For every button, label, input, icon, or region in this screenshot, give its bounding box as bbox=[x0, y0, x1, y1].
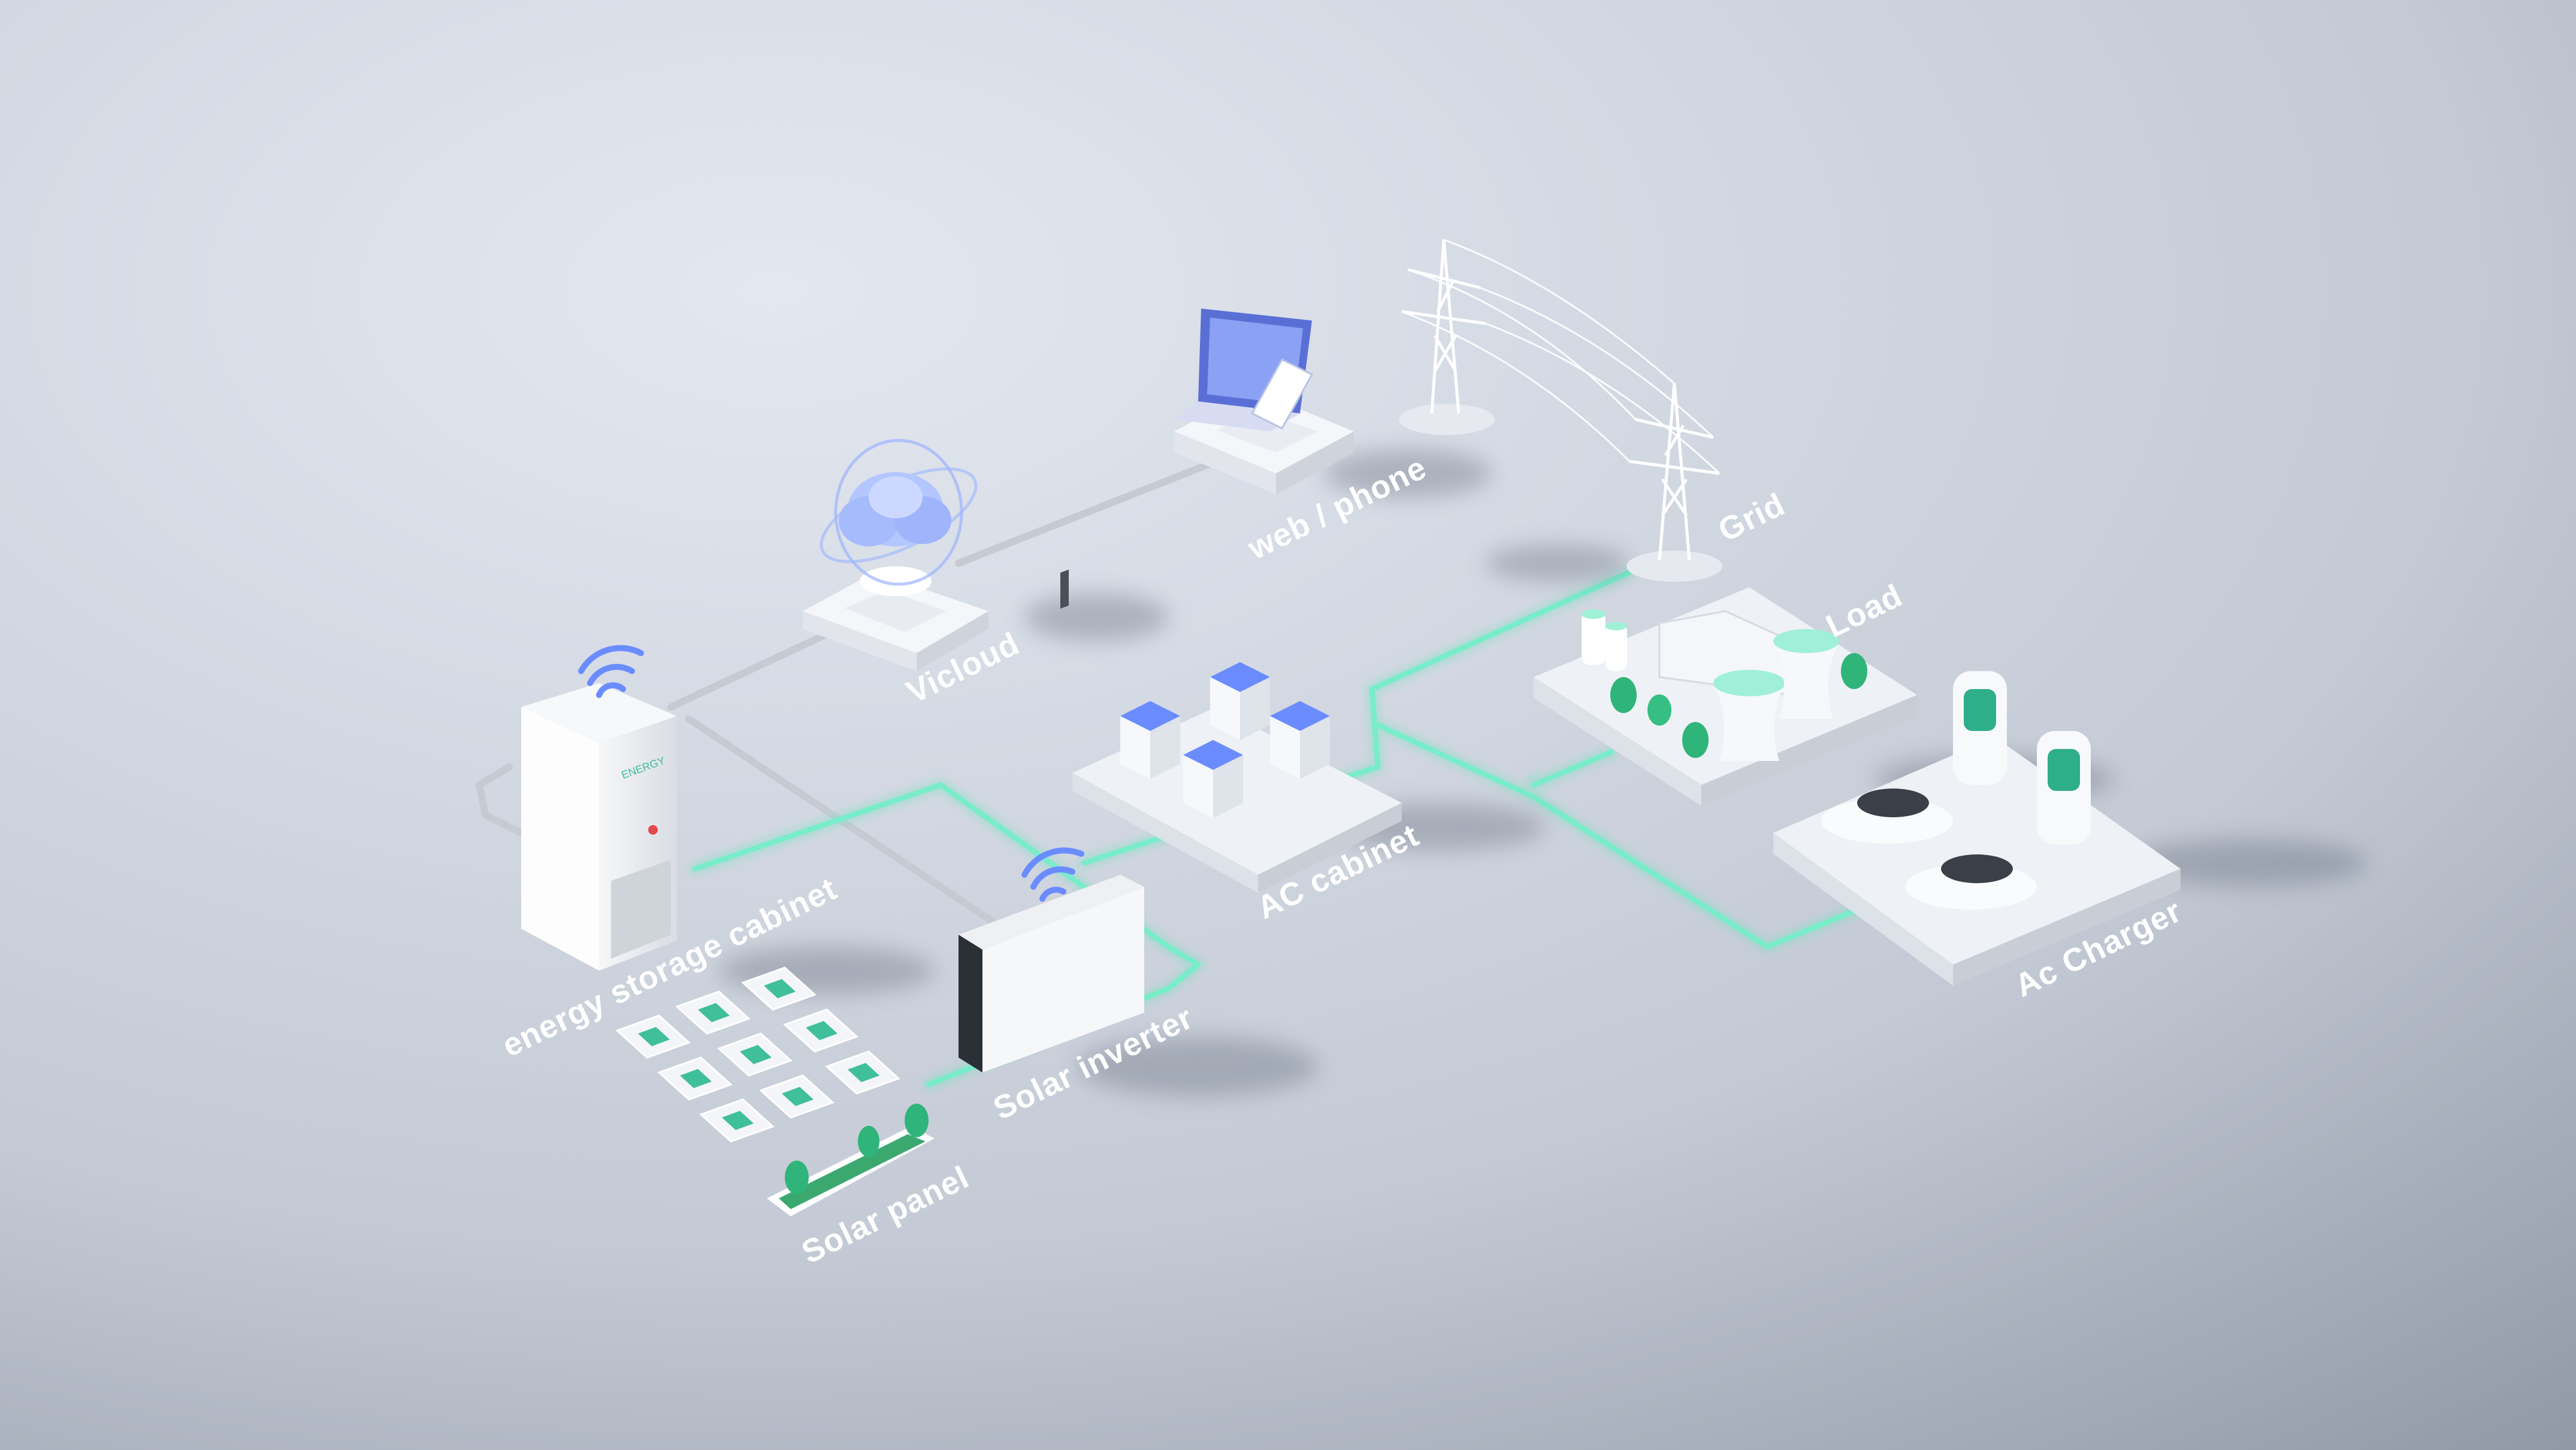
solar-panel-array bbox=[615, 966, 935, 1216]
data-lines bbox=[476, 458, 1220, 950]
charger-icon bbox=[2037, 731, 2091, 845]
phone-icon bbox=[1250, 358, 1314, 430]
grid-pylons bbox=[1399, 238, 1722, 582]
cabinet-module bbox=[1120, 701, 1180, 779]
vicloud-station bbox=[803, 439, 988, 671]
charger-icon bbox=[1953, 671, 2007, 785]
cabinet-module bbox=[1210, 662, 1270, 740]
cabinet-module bbox=[1270, 701, 1330, 779]
load-feed-line bbox=[1531, 749, 1614, 788]
web-phone-station bbox=[1174, 309, 1354, 494]
cooling-tower-icon bbox=[1773, 629, 1839, 719]
wifi-icon bbox=[1021, 847, 1084, 902]
tree-icon bbox=[785, 1104, 929, 1194]
cooling-tower-icon bbox=[1713, 670, 1785, 761]
cloud-icon bbox=[820, 439, 978, 586]
car-icon bbox=[1821, 789, 1953, 844]
ac-cabinet bbox=[1072, 662, 1402, 893]
car-icon bbox=[1905, 854, 2037, 910]
load-plant bbox=[1534, 587, 1917, 806]
wifi-icon bbox=[578, 645, 644, 698]
grid-to-charger-line bbox=[1375, 722, 1872, 950]
energy-storage-cabinet: ENERGY bbox=[521, 645, 677, 971]
solar-inverter bbox=[959, 569, 1144, 1073]
cabinet-module bbox=[1183, 740, 1243, 818]
tree-icon bbox=[1610, 653, 1867, 758]
ac-charger-station bbox=[1773, 671, 2181, 986]
